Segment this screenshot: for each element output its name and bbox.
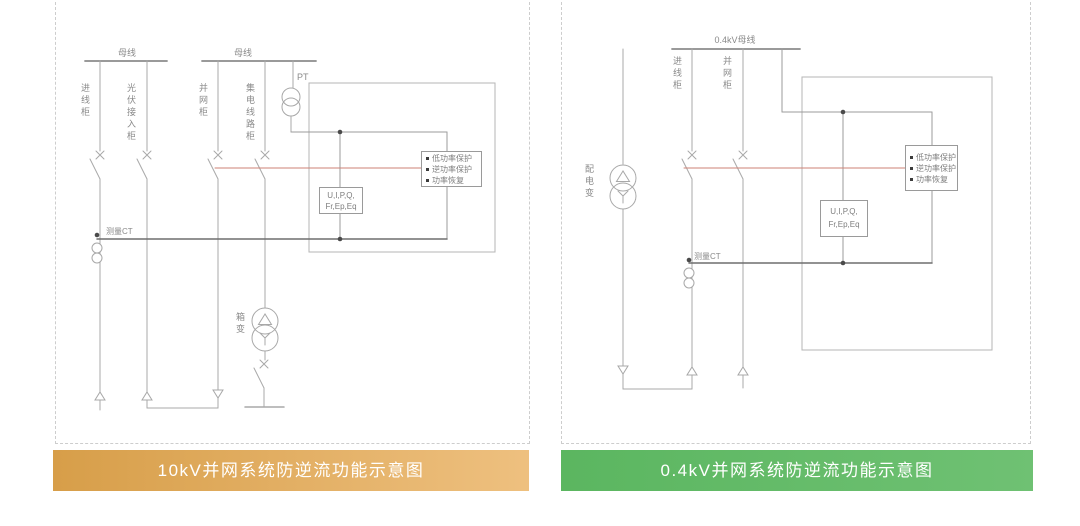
breaker-x-icon bbox=[213, 150, 223, 160]
wye-winding-icon bbox=[259, 332, 271, 346]
arrow-up-icon bbox=[737, 366, 749, 376]
arrow-up-icon bbox=[94, 391, 106, 401]
meter-values-line2: Fr,Ep,Eq bbox=[828, 220, 860, 229]
left-banner: 10kV并网系统防逆流功能示意图 bbox=[53, 450, 529, 491]
protection-item: 功率恢复 bbox=[910, 175, 957, 184]
wye-winding-icon bbox=[617, 190, 629, 204]
distribution-transformer-icon bbox=[609, 164, 637, 210]
protection-item-label: 低功率保护 bbox=[432, 153, 472, 163]
breaker-x-icon bbox=[142, 150, 152, 160]
right-cabinet-label-grid: 并网柜 bbox=[722, 56, 732, 92]
left-ct-icon bbox=[91, 232, 103, 264]
arrow-up-icon bbox=[686, 366, 698, 376]
left-meter-box: U,I,P,Q, Fr,Ep,Eq bbox=[319, 187, 363, 214]
breaker-blade-icon bbox=[253, 367, 265, 389]
junction-dot bbox=[337, 129, 343, 135]
right-meter-box: U,I,P,Q, Fr,Ep,Eq bbox=[820, 200, 868, 237]
bullet-square-icon bbox=[426, 156, 429, 160]
breaker-blade-icon bbox=[732, 158, 744, 180]
left-panel-frame bbox=[55, 0, 530, 444]
left-pt-label: PT bbox=[297, 72, 309, 82]
left-cabinet-label-pv: 光伏接入柜 bbox=[126, 83, 136, 143]
right-cabinet-label-incoming: 进线柜 bbox=[672, 56, 682, 92]
arrow-down-icon bbox=[617, 365, 629, 375]
right-panel-frame bbox=[561, 0, 1031, 444]
junction-dot bbox=[337, 236, 343, 242]
right-transformer-branch bbox=[609, 48, 693, 390]
right-banner: 0.4kV并网系统防逆流功能示意图 bbox=[561, 450, 1033, 491]
ct-tap-dot bbox=[94, 232, 100, 238]
left-arrow-icons bbox=[94, 389, 224, 401]
protection-item: 逆功率保护 bbox=[426, 165, 481, 174]
breaker-x-icon bbox=[95, 150, 105, 160]
meter-values-line1: U,I,P,Q, bbox=[327, 191, 355, 200]
protection-item-label: 功率恢复 bbox=[916, 174, 948, 184]
meter-values-line1: U,I,P,Q, bbox=[830, 207, 858, 216]
right-feeder-incoming bbox=[681, 48, 697, 390]
bullet-square-icon bbox=[910, 155, 913, 159]
delta-winding-icon bbox=[615, 170, 631, 182]
left-feeder-grid bbox=[207, 60, 223, 409]
left-cabinet-label-grid: 并网柜 bbox=[198, 83, 208, 119]
delta-winding-icon bbox=[257, 313, 273, 325]
right-arrow-icons bbox=[617, 365, 749, 376]
breaker-x-icon bbox=[260, 150, 270, 160]
right-ct-icon bbox=[683, 257, 695, 289]
right-ct-label: 测量CT bbox=[694, 252, 721, 261]
bullet-square-icon bbox=[426, 178, 429, 182]
right-diagram bbox=[609, 48, 993, 390]
protection-item: 逆功率保护 bbox=[910, 164, 957, 173]
junction-dot bbox=[840, 109, 846, 115]
box-transformer-icon bbox=[251, 307, 279, 352]
breaker-blade-icon bbox=[136, 158, 148, 180]
protection-item-label: 逆功率保护 bbox=[916, 163, 956, 173]
left-cabinet-label-incoming: 进线柜 bbox=[80, 83, 90, 119]
protection-item: 低功率保护 bbox=[426, 154, 481, 163]
breaker-x-icon bbox=[687, 150, 697, 160]
left-feeder-collector bbox=[244, 60, 285, 408]
arrow-up-icon bbox=[141, 391, 153, 401]
breaker-x-icon bbox=[738, 150, 748, 160]
protection-item: 低功率保护 bbox=[910, 153, 957, 162]
junction-dot bbox=[840, 260, 846, 266]
left-bus1-label: 母线 bbox=[117, 48, 136, 58]
right-feeder-grid bbox=[732, 48, 748, 389]
protection-item-label: 低功率保护 bbox=[916, 152, 956, 162]
left-cabinet-label-collector: 集电线路柜 bbox=[245, 83, 255, 143]
left-feeder-pv bbox=[136, 60, 219, 409]
left-bus2-label: 母线 bbox=[233, 48, 252, 58]
breaker-blade-icon bbox=[207, 158, 219, 180]
right-transformer-label: 配电变 bbox=[584, 164, 594, 200]
breaker-x-icon bbox=[259, 359, 269, 369]
bullet-square-icon bbox=[910, 166, 913, 170]
right-monitor-boundary-box bbox=[801, 76, 993, 351]
left-pt-icon bbox=[281, 60, 301, 133]
arrow-down-icon bbox=[212, 389, 224, 399]
protection-item-label: 逆功率保护 bbox=[432, 164, 472, 174]
protection-item: 功率恢复 bbox=[426, 176, 481, 185]
left-ct-label: 测量CT bbox=[106, 227, 133, 236]
bullet-square-icon bbox=[910, 177, 913, 181]
right-bus-label: 0.4kV母线 bbox=[714, 35, 756, 45]
right-monitoring-loop bbox=[688, 48, 933, 266]
breaker-blade-icon bbox=[89, 158, 101, 180]
meter-values-line2: Fr,Ep,Eq bbox=[325, 202, 357, 211]
left-monitoring-loop bbox=[96, 129, 448, 242]
right-protection-box: 低功率保护 逆功率保护 功率恢复 bbox=[905, 145, 958, 191]
breaker-blade-icon bbox=[681, 158, 693, 180]
bullet-square-icon bbox=[426, 167, 429, 171]
left-feeder-incoming bbox=[89, 60, 105, 411]
ct-tap-dot bbox=[686, 257, 692, 263]
left-diagram bbox=[84, 60, 496, 411]
left-protection-box: 低功率保护 逆功率保护 功率恢复 bbox=[421, 151, 482, 187]
breaker-blade-icon bbox=[254, 158, 266, 180]
protection-item-label: 功率恢复 bbox=[432, 175, 464, 185]
left-transformer-label: 箱变 bbox=[235, 312, 245, 336]
